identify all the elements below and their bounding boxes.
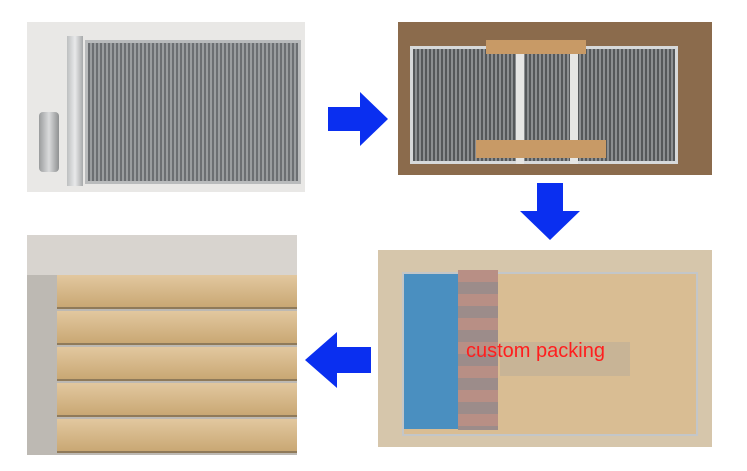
box-flap xyxy=(27,235,297,275)
support-bar xyxy=(516,42,524,164)
arrow-right-icon xyxy=(328,92,388,146)
pixelated-text xyxy=(500,342,630,376)
support-bar xyxy=(570,42,578,164)
custom-packing-caption: custom packing xyxy=(466,340,605,362)
carton xyxy=(57,311,297,345)
arrow-down-icon xyxy=(520,183,580,240)
cardboard-strip xyxy=(486,40,586,54)
arrow-left-icon xyxy=(305,332,371,388)
carton xyxy=(57,383,297,417)
condenser-tank xyxy=(67,36,83,186)
stacked-cartons-photo xyxy=(27,235,297,455)
pixelated-logo xyxy=(458,270,498,430)
condenser-core xyxy=(85,40,301,184)
condenser-in-carton-photo xyxy=(398,22,712,175)
condenser-product-photo xyxy=(27,22,305,192)
carton xyxy=(57,275,297,309)
cardboard-strip xyxy=(476,140,606,158)
carton xyxy=(57,347,297,381)
receiver-dryer xyxy=(39,112,59,172)
custom-packing-photo xyxy=(378,250,712,447)
carton xyxy=(57,419,297,453)
